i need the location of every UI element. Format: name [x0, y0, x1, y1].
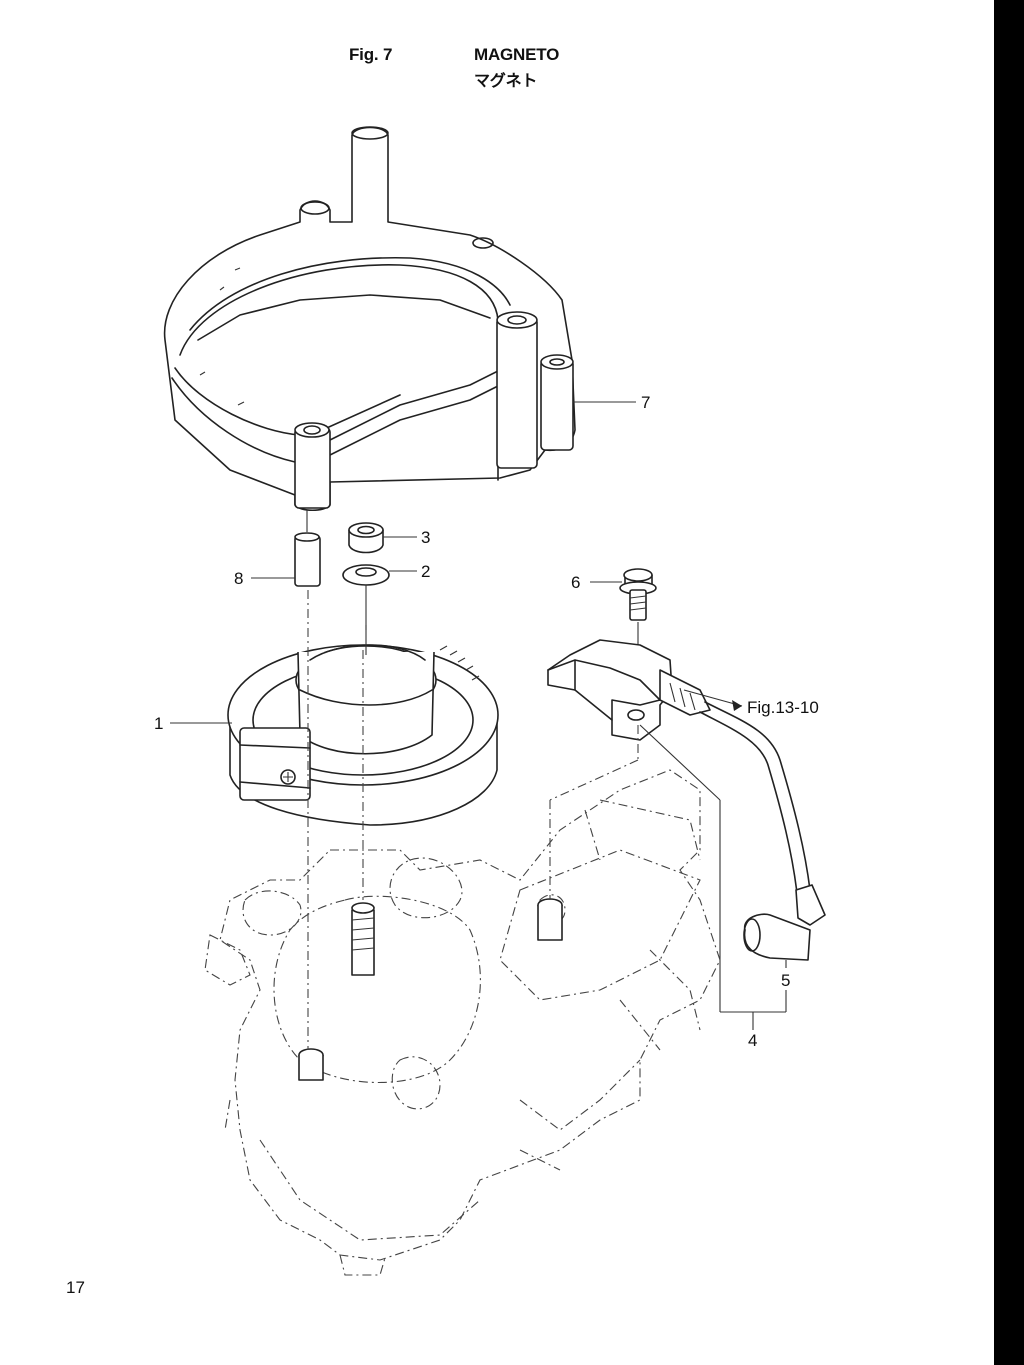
bolt-part-6 — [590, 568, 657, 690]
callout-2: 2 — [421, 562, 431, 581]
figure-number: Fig. 7 — [349, 45, 393, 64]
callout-8: 8 — [234, 569, 244, 588]
page-number: 17 — [66, 1278, 85, 1297]
page-edge-border — [994, 0, 1024, 1365]
alignment-center-lines — [307, 590, 639, 1050]
figure-title-japanese: マグネト — [474, 71, 538, 90]
callout-7: 7 — [641, 393, 651, 412]
washer-part-2 — [342, 564, 417, 630]
ignition-coil-part-4 — [547, 639, 826, 1030]
engine-block-phantom — [204, 769, 721, 1276]
callout-4: 4 — [748, 1031, 758, 1050]
callout-3: 3 — [421, 528, 431, 547]
callout-5: 5 — [781, 971, 791, 990]
nut-part-3 — [348, 522, 417, 554]
callout-1: 1 — [154, 714, 164, 733]
dowel-pin-part-8 — [251, 510, 321, 587]
magneto-exploded-diagram — [163, 126, 826, 1276]
flywheel-part-1 — [170, 625, 499, 826]
callout-6: 6 — [571, 573, 581, 592]
figure-title: MAGNETO — [474, 45, 560, 64]
flywheel-cover-part-7 — [163, 126, 636, 512]
callout-fig-13-10-reference: Fig.13-10 — [747, 698, 819, 717]
